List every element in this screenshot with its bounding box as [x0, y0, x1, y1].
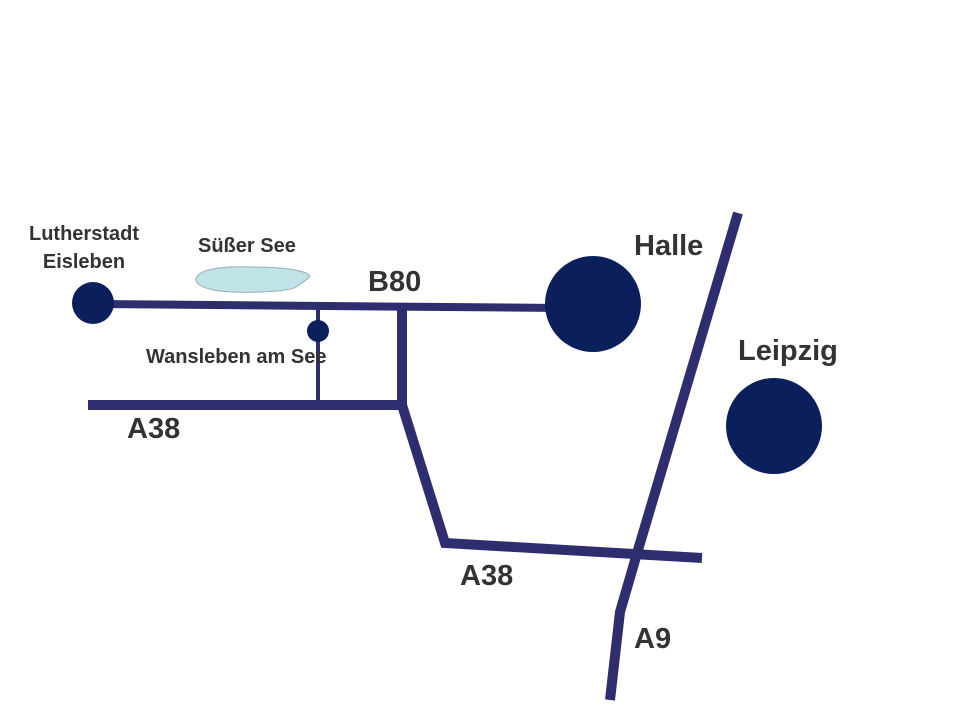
road-label-a9: A9	[634, 623, 672, 655]
road-b80	[94, 300, 561, 312]
road-label-b80: B80	[368, 266, 422, 298]
road-a9	[605, 211, 743, 701]
city-leipzig-marker	[726, 378, 822, 474]
lake-icon	[195, 266, 311, 293]
road-label-a38-west: A38	[127, 413, 181, 445]
place-label-lake: Süßer See	[198, 235, 296, 257]
place-label-eisleben: Lutherstadt Eisleben	[14, 220, 154, 276]
place-label-halle: Halle	[634, 230, 704, 262]
city-eisleben-marker	[72, 282, 114, 324]
place-label-wansleben: Wansleben am See	[146, 346, 327, 368]
place-label-eisleben-line1: Lutherstadt	[29, 223, 139, 245]
city-halle-marker	[545, 256, 641, 352]
place-label-eisleben-line2: Eisleben	[42, 251, 126, 273]
city-wansleben-marker	[307, 320, 329, 342]
road-label-a38-east: A38	[460, 560, 514, 592]
place-label-leipzig: Leipzig	[738, 335, 838, 367]
road-a38	[88, 400, 703, 563]
